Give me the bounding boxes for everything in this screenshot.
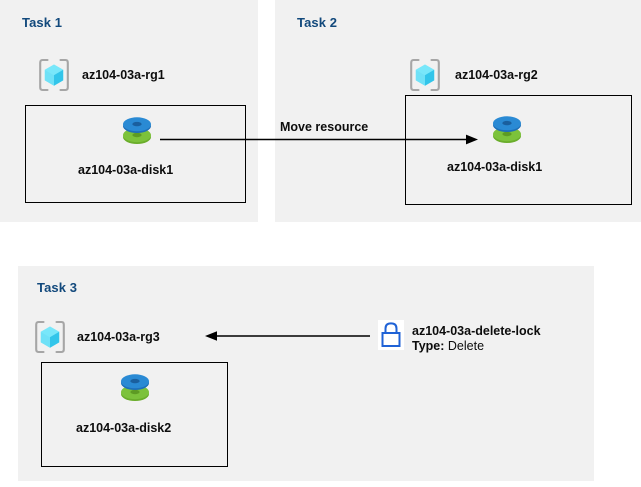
lock-scope-arrow	[205, 327, 370, 345]
resource-group-icon	[408, 58, 442, 92]
task3-resource-group-label: az104-03a-rg3	[77, 330, 160, 344]
task1-inner-box	[25, 105, 246, 203]
disk-icon	[117, 113, 157, 151]
task1-resource-group-label: az104-03a-rg1	[82, 68, 165, 82]
task2-title: Task 2	[297, 15, 338, 30]
resource-group-icon	[33, 320, 67, 354]
lock-type-row: Type: Delete	[412, 339, 541, 354]
task3-inner-box	[41, 362, 228, 467]
task2-panel	[275, 0, 641, 222]
task1-panel	[0, 0, 258, 222]
task2-disk-label: az104-03a-disk1	[447, 160, 543, 174]
lock-name-label: az104-03a-delete-lock	[412, 324, 541, 338]
lock-type-key: Type:	[412, 339, 445, 353]
disk-icon	[115, 370, 155, 408]
lock-type-value: Delete	[447, 339, 485, 353]
task3-panel	[18, 266, 594, 481]
resource-group-icon	[37, 58, 71, 92]
task3-disk-label: az104-03a-disk2	[76, 421, 172, 435]
move-resource-label: Move resource	[280, 120, 369, 134]
move-resource-arrow	[160, 130, 480, 150]
disk-icon	[487, 112, 527, 150]
task2-inner-box	[405, 95, 632, 205]
lock-info: az104-03a-delete-lock Type: Delete	[412, 324, 541, 354]
lock-icon	[378, 320, 404, 350]
task1-title: Task 1	[22, 15, 63, 30]
task1-disk-label: az104-03a-disk1	[78, 163, 174, 177]
task3-title: Task 3	[37, 280, 78, 295]
task2-resource-group-label: az104-03a-rg2	[455, 68, 538, 82]
